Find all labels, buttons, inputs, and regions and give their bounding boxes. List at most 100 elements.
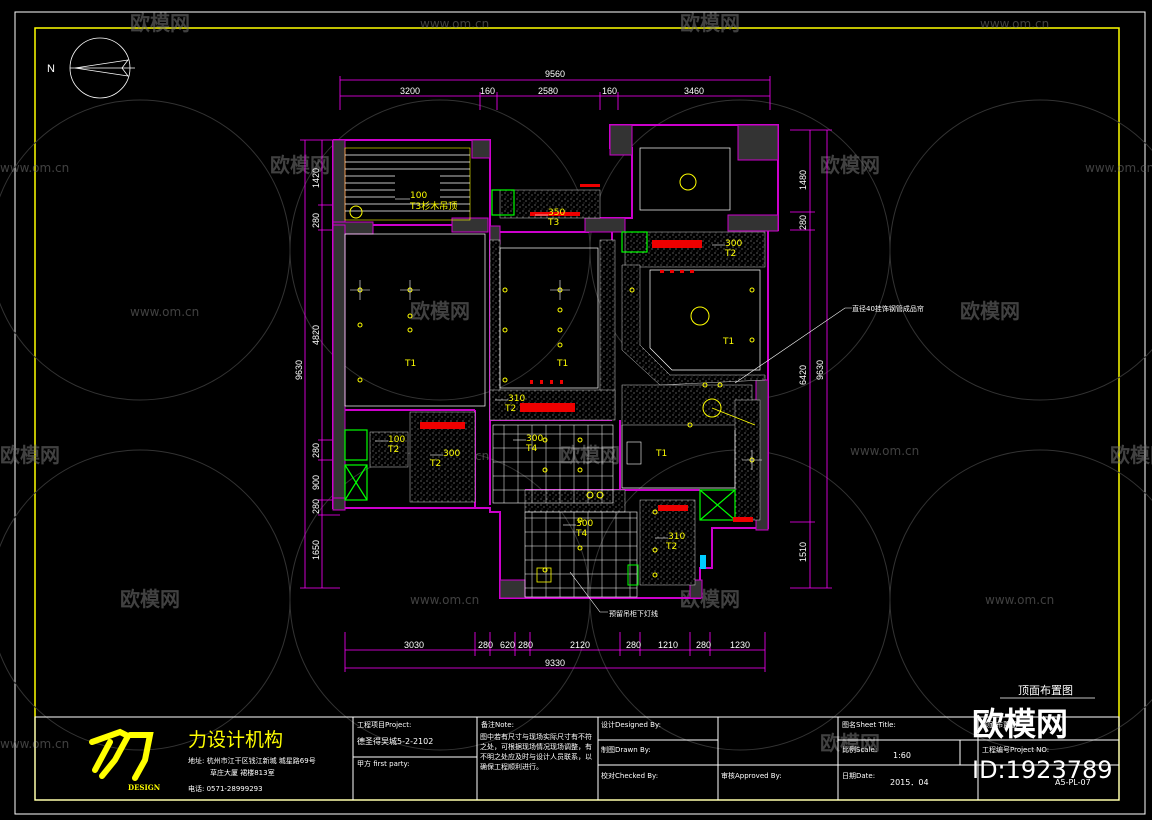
drawing-number: A5-PL-07 <box>1055 778 1091 787</box>
dim-bottom-6: 1210 <box>658 640 678 650</box>
ceiling-tag-code: T4 <box>525 444 537 454</box>
watermark-brand: 欧模网 <box>820 731 880 755</box>
dim-bottom-8: 1230 <box>730 640 750 650</box>
sheet-title-value: 顶面布置图 <box>982 720 1017 729</box>
bottom-dimension-chain <box>344 632 766 672</box>
dim-top-2: 2580 <box>538 86 558 96</box>
dim-right-0: 1480 <box>798 170 808 190</box>
ceiling-tag-code: T2 <box>724 249 736 259</box>
dim-bottom-4: 2120 <box>570 640 590 650</box>
project-no-label: 工程编号Project NO: <box>982 745 1049 754</box>
ceiling-tag: 300 T2 <box>712 239 742 259</box>
fixture-small <box>700 555 706 569</box>
dim-overall-bottom: 9330 <box>545 658 565 668</box>
watermark-brand: 欧模网 <box>270 153 330 177</box>
dim-bottom-3: 280 <box>518 640 533 650</box>
north-label: N <box>47 63 55 75</box>
watermark-url: www.om.cn <box>985 593 1054 607</box>
ceiling-tag-height: 100 <box>388 435 405 445</box>
dim-left-6: 1650 <box>311 540 321 560</box>
party-label: 甲方 first party: <box>357 759 409 768</box>
company-address: 地址: 杭州市江干区钱江新城 城星路69号 <box>188 756 316 765</box>
company-phone: 电话: 0571-28999293 <box>188 784 263 793</box>
dim-bottom-0: 3030 <box>404 640 424 650</box>
tiled-ceilings <box>492 424 638 598</box>
right-dimension-chain <box>790 129 832 589</box>
ceiling-tag: 310 T2 <box>655 532 685 552</box>
note-text: 图中若有尺寸与现场实际尺寸有不符之处，可根据现场情况现场调整，有不明之处应及时与… <box>480 733 592 771</box>
sheet-title-field-label: 图名Sheet Title: <box>842 720 896 729</box>
room-code: T1 <box>722 337 734 347</box>
title-block: DESIGN 力设计机构 地址: 杭州市江干区钱江新城 城星路69号 草庄大厦 … <box>34 716 1120 801</box>
company-name: 力设计机构 <box>188 729 283 751</box>
room-code: T1 <box>655 449 667 459</box>
ceiling-tag-code: T3 <box>547 218 559 228</box>
watermark-brand: 欧模网 <box>680 11 740 35</box>
watermark-brand: 欧模网 <box>1110 443 1152 467</box>
note-label: 备注Note: <box>481 720 514 729</box>
ceiling-tag-height: 100 <box>410 191 427 201</box>
red-light-strips <box>420 184 753 522</box>
dim-top-3: 160 <box>602 86 617 96</box>
ceiling-tag-height: 300 <box>725 239 742 249</box>
watermark-url: www.om.cn <box>0 161 69 175</box>
note-curtain: 直径40挂饰钢管成品帘 <box>852 304 924 313</box>
ceiling-tag: 300 T4 <box>513 434 543 454</box>
room-code: T1 <box>556 359 568 369</box>
dim-top-0: 3200 <box>400 86 420 96</box>
dim-overall-top: 9560 <box>545 69 565 79</box>
drawn-by-label: 制图Drawn By: <box>601 745 651 754</box>
logo-text: DESIGN <box>128 783 161 792</box>
ceiling-tag-height: 300 <box>443 449 460 459</box>
watermark-url: www.om.cn <box>410 593 479 607</box>
room-code: T1 <box>404 359 416 369</box>
sheet-title-label: 顶面布置图 <box>1018 684 1073 697</box>
approved-by-label: 审核Approved By: <box>721 771 782 780</box>
ceiling-tag: 300 T4 <box>563 519 593 539</box>
dim-right-1: 280 <box>798 215 808 230</box>
scale-label: 比例Scale: <box>842 745 877 754</box>
top-dimension-chain <box>339 76 771 110</box>
bottom-dimension-text: 3030 280 620 280 2120 280 1210 280 1230 … <box>404 640 750 668</box>
company-address2: 草庄大厦 裙楼813室 <box>210 768 275 777</box>
dim-bottom-1: 280 <box>478 640 493 650</box>
ceiling-height-tags: 100 T3杉木吊顶 350 T3 300 T2 310 T2 100 <box>375 191 742 552</box>
watermark-layer: 欧模网 欧模网 欧模网 欧模网 欧模网 欧模网 欧模网 欧模网 欧模网 欧模网 … <box>0 11 1152 755</box>
wall-blocks <box>332 124 779 599</box>
fixture-small <box>536 567 552 583</box>
company-logo: DESIGN <box>89 728 161 792</box>
watermark-brand: 欧模网 <box>820 153 880 177</box>
watermark-brand: 欧模网 <box>120 587 180 611</box>
watermark-url: www.om.cn <box>980 17 1049 31</box>
watermark-badge: 欧模网 ID:1923789 <box>972 705 1113 784</box>
watermark-url: www.om.cn <box>420 17 489 31</box>
ceiling-tag-code: T4 <box>575 529 587 539</box>
annotation-curtain: 直径40挂饰钢管成品帘 <box>734 304 924 384</box>
date-label: 日期Date: <box>842 772 875 780</box>
project-value: 德圣得吴城5-2-2102 <box>357 736 433 746</box>
top-dimension-text: 9560 3200 160 2580 160 3460 <box>400 69 704 96</box>
cross-markers <box>350 280 762 470</box>
ceiling-tag: 100 T3杉木吊顶 <box>395 191 457 212</box>
watermark-brand: 欧模网 <box>130 11 190 35</box>
room-outlines <box>344 147 761 489</box>
annotation-leader <box>711 407 756 426</box>
watermark-id: ID:1923789 <box>972 756 1113 784</box>
dim-left-4: 900 <box>311 475 321 490</box>
dim-top-4: 3460 <box>684 86 704 96</box>
right-dimension-text: 1480 280 6420 1510 9630 <box>798 170 825 562</box>
ceiling-tag-code: T2 <box>665 542 677 552</box>
outer-frame <box>14 11 1146 815</box>
ceiling-tag-code: T2 <box>429 459 441 469</box>
watermark-url: www.om.cn <box>130 305 199 319</box>
dim-left-5: 280 <box>311 499 321 514</box>
watermark-brand: 欧模网 <box>960 299 1020 323</box>
date-value: 2015．04 <box>890 778 929 787</box>
dim-right-overall: 9630 <box>815 360 825 380</box>
designed-by-label: 设计Designed By: <box>601 720 661 729</box>
dim-top-1: 160 <box>480 86 495 96</box>
ceiling-tag-height: 310 <box>508 394 525 404</box>
dim-bottom-2: 620 <box>500 640 515 650</box>
ceiling-tag-code: T2 <box>504 404 516 414</box>
dim-right-3: 1510 <box>798 542 808 562</box>
